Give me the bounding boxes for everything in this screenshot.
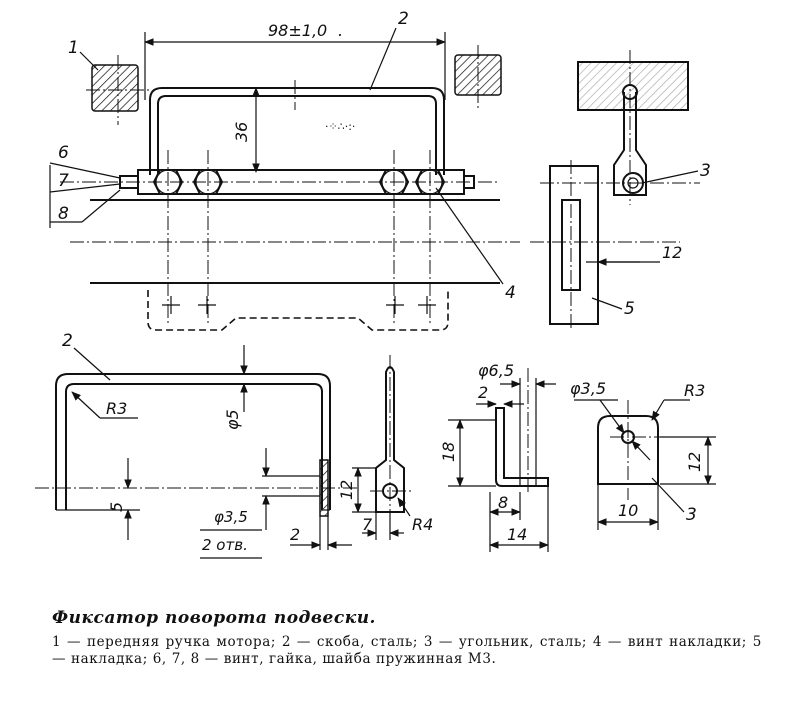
- dim-r4: R4: [412, 515, 433, 534]
- callout-5: 5: [624, 299, 635, 319]
- screw-left: [119, 175, 139, 189]
- callout-8: 8: [58, 204, 69, 224]
- detail-angle: φ3,5 R3 12 10 3: [570, 379, 716, 530]
- dim-12-angle: 12: [685, 452, 704, 472]
- callout-1: 1: [68, 38, 79, 58]
- staple-bracket: [149, 87, 445, 175]
- figure-caption: Фиксатор поворота подвески. 1 — передняя…: [52, 608, 762, 668]
- dim-5-staple: 5: [107, 502, 126, 512]
- detail-bracket: φ6,5 2 18 8 14: [439, 361, 556, 552]
- detail-staple: φ5 R3 5 2: [35, 331, 360, 540]
- pad-hidden-outline: [147, 290, 449, 331]
- dim-phi35-angle: φ3,5: [570, 379, 606, 398]
- dim-12-side: 12: [662, 243, 682, 262]
- callout-7: 7: [58, 171, 69, 191]
- dim-r3-staple: R3: [106, 399, 127, 418]
- detail-lever: 12 7 R4: [337, 355, 433, 540]
- screw-right: [463, 175, 475, 189]
- motor-handle-section-left: [91, 64, 139, 112]
- callout-2-top: 2: [398, 9, 409, 29]
- dim-14: 14: [507, 525, 527, 544]
- svg-text:.: .: [338, 21, 343, 40]
- dim-phi5: φ5: [223, 409, 242, 430]
- dim-2-plate: 2: [290, 525, 300, 544]
- dim-10: 10: [618, 501, 638, 520]
- label-2-holes: 2 отв.: [202, 536, 248, 554]
- callout-3-detail: 3: [686, 505, 697, 525]
- callout-2-detail: 2: [62, 331, 73, 351]
- dim-r3-angle: R3: [684, 381, 705, 400]
- dim-98: 98±1,0: [268, 21, 327, 40]
- callout-4: 4: [505, 283, 516, 303]
- side-view: 12 3 5: [530, 50, 711, 330]
- caption-body: 1 — передняя ручка мотора; 2 — скоба, ст…: [52, 634, 762, 667]
- dim-18: 18: [439, 442, 458, 462]
- callout-3-side: 3: [700, 161, 711, 181]
- callout-6: 6: [58, 143, 69, 163]
- dim-2-bracket: 2: [478, 383, 488, 402]
- svg-text:·⁘∴·:·: ·⁘∴·:·: [325, 120, 355, 133]
- detail-flat-plate: φ3,5 2 отв. 2: [200, 448, 352, 559]
- caption-title: Фиксатор поворота подвески.: [52, 608, 376, 628]
- assembly-view: ·⁘∴·:· 98±1,0 . 36 1 2 6 7 8 4: [49, 9, 520, 331]
- dim-7-plate: 7: [362, 515, 373, 534]
- dim-12-plate: 12: [337, 480, 356, 500]
- dim-8: 8: [498, 493, 508, 512]
- dim-phi35-plate: φ3,5: [214, 508, 248, 526]
- pad-side: [549, 165, 599, 325]
- dim-phi65: φ6,5: [478, 361, 514, 380]
- technical-drawing: ·⁘∴·:· 98±1,0 . 36 1 2 6 7 8 4: [35, 9, 716, 559]
- dim-36: 36: [232, 122, 251, 142]
